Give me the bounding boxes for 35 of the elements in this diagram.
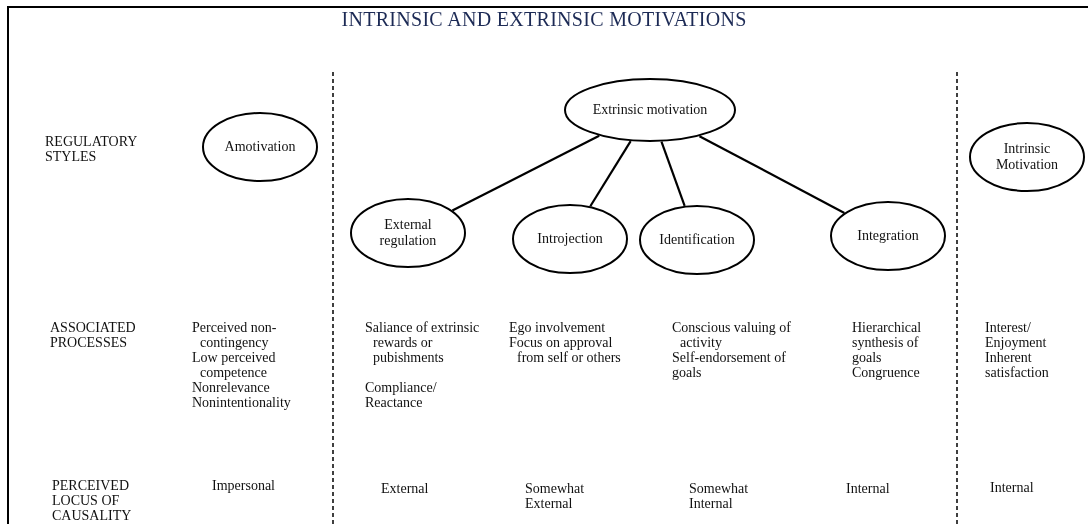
ellipse-node: Extrinsic motivation [564, 78, 736, 142]
process-item: Focus on approval from self or others [509, 335, 622, 365]
locus-value: Somewhat External [525, 481, 586, 511]
locus-value: Somewhat Internal [689, 481, 750, 511]
process-item: Compliance/ Reactance [365, 380, 438, 410]
process-item: Nonrelevance [192, 380, 271, 395]
locus-value: Internal [990, 480, 1035, 495]
process-item: Perceived non-contingency [192, 320, 278, 350]
row-heading: REGULATORY STYLES [45, 134, 138, 164]
ellipse-node: Identification [639, 205, 755, 275]
ellipse-node: Introjection [512, 204, 628, 274]
connector-line [589, 140, 632, 207]
connector-line [698, 135, 845, 214]
locus-value: External [381, 481, 430, 496]
process-item: Saliance of extrinsic rewards or pubishments [365, 320, 481, 365]
process-item: Conscious valuing of activity [672, 320, 792, 350]
process-item: Nonintentionality [192, 395, 292, 410]
process-item: Congruence [852, 365, 921, 380]
process-item: Hierarchical synthesis of goals [852, 320, 923, 365]
process-item: Low perceived competence [192, 350, 277, 380]
locus-value: Internal [846, 481, 891, 496]
locus-value: Impersonal [212, 478, 276, 493]
connector-line [660, 141, 686, 207]
row-heading: ASSOCIATED PROCESSES [50, 320, 137, 350]
ellipse-node: Integration [830, 201, 946, 271]
ellipse-node: Intrinsic Motivation [969, 122, 1085, 192]
connector-line [451, 134, 600, 212]
process-item: Self-endorsement of goals [672, 350, 787, 380]
ellipse-node: External regulation [350, 198, 466, 268]
process-item: Inherent satisfaction [985, 350, 1050, 380]
diagram-title: INTRINSIC AND EXTRINSIC MOTIVATIONS [340, 8, 748, 31]
process-item: Interest/ Enjoyment [985, 320, 1048, 350]
ellipse-node: Amotivation [202, 112, 318, 182]
row-heading: PERCEIVED LOCUS OF CAUSALITY [52, 478, 133, 523]
process-item: Ego involvement [509, 320, 607, 335]
